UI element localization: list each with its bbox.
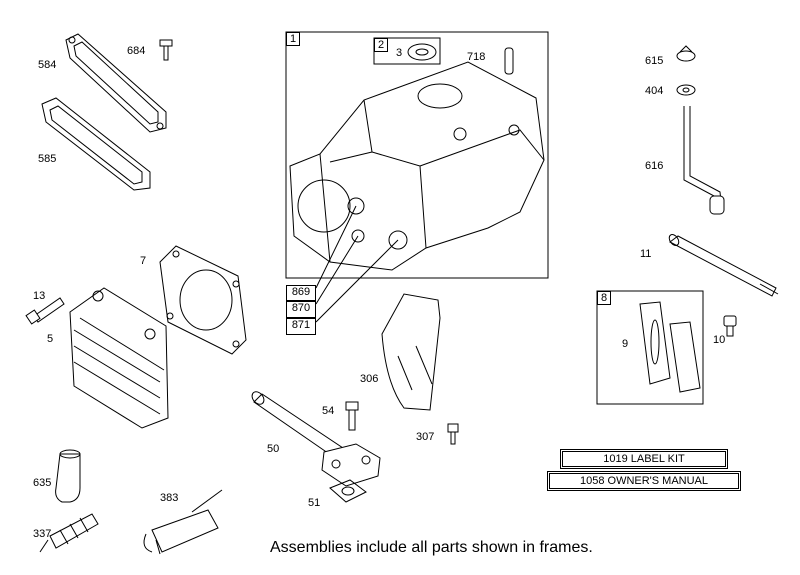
part-label-871: 871 (286, 318, 316, 335)
frame-2-tag: 2 (374, 38, 388, 52)
footer-note: Assemblies include all parts shown in fr… (270, 539, 593, 556)
screw-684-drawing (159, 39, 173, 61)
part-label-54: 54 (322, 405, 335, 417)
part-label-684: 684 (127, 45, 146, 57)
crankcase-drawing (289, 61, 545, 271)
part-label-635: 635 (33, 477, 52, 489)
bolt-13-drawing (25, 297, 65, 325)
part-label-5: 5 (47, 333, 54, 345)
gasket-9-drawing (639, 301, 671, 385)
part-label-307: 307 (416, 431, 435, 443)
seal-3-drawing (407, 43, 437, 61)
label-kit-box: 1019 LABEL KIT (560, 449, 728, 469)
part-label-869: 869 (286, 285, 316, 301)
link-616-drawing (683, 106, 725, 215)
nut-615-drawing (676, 45, 696, 62)
frame-8-tag: 8 (597, 291, 611, 305)
gasket-585-drawing (41, 97, 151, 191)
part-label-718: 718 (467, 51, 486, 63)
cylinder-head-5-drawing (69, 287, 169, 429)
part-label-584: 584 (38, 59, 57, 71)
screw-307-drawing (447, 423, 459, 445)
part-label-615: 615 (645, 55, 664, 67)
part-label-337: 337 (33, 528, 52, 540)
part-label-13: 13 (33, 290, 46, 302)
dipstick-11-drawing (668, 234, 779, 297)
dipstick-tube-50-drawing (251, 391, 381, 487)
owners-manual-box: 1058 OWNER'S MANUAL (547, 471, 741, 491)
gasket-584-drawing (65, 33, 167, 133)
part-label-7: 7 (140, 255, 147, 267)
part-label-50: 50 (267, 443, 280, 455)
part-label-870: 870 (286, 301, 316, 318)
part-label-404: 404 (645, 85, 664, 97)
washer-404-drawing (676, 84, 696, 96)
part-label-3: 3 (396, 47, 403, 59)
elbow-635-drawing (55, 449, 81, 503)
part-label-9: 9 (622, 338, 629, 350)
tool-383-drawing (143, 489, 223, 555)
part-label-616: 616 (645, 160, 664, 172)
part-label-585: 585 (38, 153, 57, 165)
part-label-11: 11 (640, 248, 652, 260)
part-label-383: 383 (160, 492, 179, 504)
shield-306-drawing (381, 293, 441, 411)
gasket-51-drawing (329, 479, 367, 503)
pin-718-drawing (504, 47, 514, 75)
leader-lines (315, 205, 399, 323)
frame-1-tag: 1 (286, 32, 300, 46)
plug-10-drawing (723, 315, 737, 337)
part-label-10: 10 (713, 334, 726, 346)
spark-plug-337-drawing (39, 513, 99, 553)
part-label-51: 51 (308, 497, 321, 509)
frame-8-box (596, 290, 704, 405)
head-gasket-7-drawing (159, 245, 247, 355)
cover-drawing (669, 321, 701, 393)
frame-1-box (285, 31, 549, 279)
part-label-306: 306 (360, 373, 379, 385)
screw-54-drawing (345, 401, 359, 431)
